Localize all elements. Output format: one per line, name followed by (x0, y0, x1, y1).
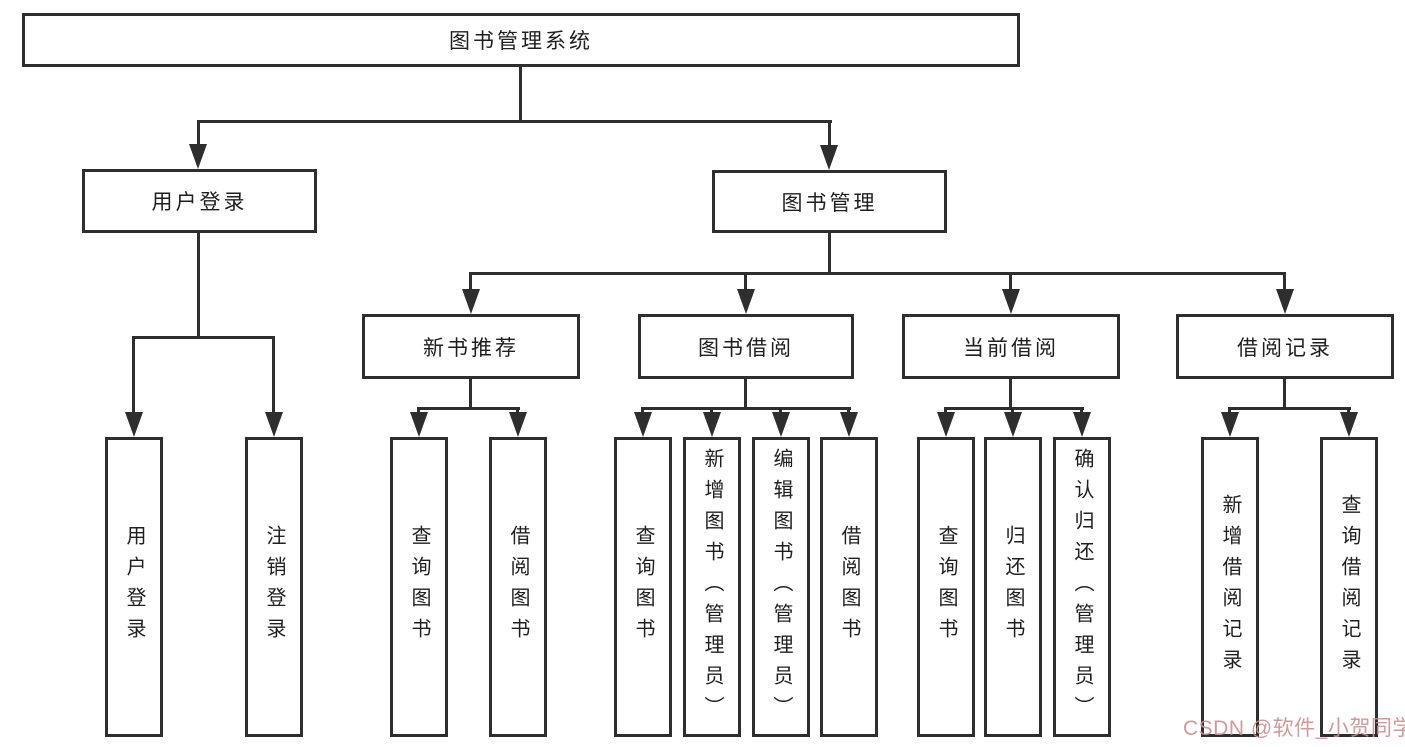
node-label: 查询图书 (632, 525, 654, 649)
node-new-book-recommend: 新书推荐 (362, 314, 580, 379)
node-label: 确认归还（管理员） (1071, 447, 1093, 727)
node-label: 图书借阅 (698, 336, 794, 360)
node-label: 借阅图书 (507, 525, 529, 649)
connector-drop-login-leaf-1 (132, 336, 135, 416)
arrow-to-current-leaf-2 (1004, 412, 1022, 437)
node-label: 注销登录 (263, 525, 285, 649)
node-leaf-add-borrow-record: 新增借阅记录 (1201, 437, 1259, 737)
connector-drop-records (1283, 272, 1286, 292)
arrow-to-current-leaf-3 (1073, 412, 1091, 437)
node-leaf-query-books-1: 查询图书 (390, 437, 448, 737)
arrow-to-login-leaf-1 (125, 412, 143, 437)
node-leaf-user-login: 用户登录 (105, 437, 163, 737)
arrow-to-user-login (189, 144, 207, 169)
arrow-to-records (1276, 289, 1294, 314)
node-book-borrow: 图书借阅 (638, 314, 854, 379)
connector-drop-current (1009, 272, 1012, 292)
arrow-to-current (1002, 289, 1020, 314)
arrow-to-records-leaf-1 (1221, 412, 1239, 437)
connector-manage-stem (828, 233, 831, 272)
node-label: 归还图书 (1002, 525, 1024, 649)
node-label: 查询图书 (935, 525, 957, 649)
arrow-to-borrow (737, 289, 755, 314)
node-label: 查询图书 (408, 525, 430, 649)
connector-drop-login-leaf-2 (272, 336, 275, 416)
connector-borrow-hline (641, 407, 851, 410)
node-leaf-confirm-return-admin: 确认归还（管理员） (1053, 437, 1111, 737)
connector-drop-book-manage (828, 120, 831, 150)
connector-borrow-stem (744, 379, 747, 407)
arrow-to-recommend-leaf-2 (509, 412, 527, 437)
arrow-to-borrow-leaf-1 (634, 412, 652, 437)
node-label: 用户登录 (151, 191, 248, 214)
node-leaf-borrow-books-2: 借阅图书 (820, 437, 878, 737)
arrow-to-book-manage (820, 145, 838, 170)
node-current-borrow: 当前借阅 (902, 314, 1120, 379)
connector-manage-hline (469, 272, 1286, 275)
node-label: 当前借阅 (963, 336, 1059, 360)
connector-records-hline (1228, 407, 1351, 410)
connector-login-hline (132, 336, 275, 339)
node-label: 新增图书（管理员） (701, 447, 723, 727)
node-leaf-logout: 注销登录 (245, 437, 303, 737)
node-user-login: 用户登录 (82, 169, 317, 233)
node-leaf-query-borrow-record: 查询借阅记录 (1320, 437, 1378, 737)
node-label: 新增借阅记录 (1219, 494, 1241, 680)
node-label: 图书管理系统 (449, 30, 593, 53)
connector-login-stem (197, 233, 200, 336)
node-borrow-records: 借阅记录 (1176, 314, 1394, 379)
node-book-manage: 图书管理 (712, 170, 947, 233)
connector-root-stem (519, 67, 522, 120)
node-root-library-system: 图书管理系统 (22, 13, 1020, 67)
arrow-to-recommend (462, 289, 480, 314)
node-leaf-borrow-books-1: 借阅图书 (489, 437, 547, 737)
connector-drop-user-login (197, 120, 200, 150)
connector-recommend-stem (469, 379, 472, 407)
node-leaf-edit-books-admin: 编辑图书（管理员） (752, 437, 810, 737)
node-leaf-query-books-3: 查询图书 (917, 437, 975, 737)
node-label: 编辑图书（管理员） (770, 447, 792, 727)
connector-records-stem (1283, 379, 1286, 407)
node-leaf-return-books: 归还图书 (984, 437, 1042, 737)
node-label: 查询借阅记录 (1338, 494, 1360, 680)
arrow-to-login-leaf-2 (265, 412, 283, 437)
arrow-to-recommend-leaf-1 (410, 412, 428, 437)
arrow-to-records-leaf-2 (1340, 412, 1358, 437)
node-label: 借阅记录 (1237, 336, 1333, 360)
arrow-to-borrow-leaf-3 (772, 412, 790, 437)
connector-current-hline (944, 407, 1084, 410)
node-label: 借阅图书 (838, 525, 860, 649)
node-label: 用户登录 (123, 525, 145, 649)
connector-drop-recommend (469, 272, 472, 292)
node-leaf-add-books-admin: 新增图书（管理员） (683, 437, 741, 737)
connector-drop-borrow (744, 272, 747, 292)
csdn-watermark: CSDN @软件_小贺同学 (1183, 717, 1405, 740)
connector-recommend-hline (417, 407, 520, 410)
arrow-to-borrow-leaf-2 (703, 412, 721, 437)
arrow-to-borrow-leaf-4 (840, 412, 858, 437)
node-leaf-query-books-2: 查询图书 (614, 437, 672, 737)
node-label: 图书管理 (781, 191, 878, 215)
connector-current-stem (1009, 379, 1012, 407)
node-label: 新书推荐 (423, 336, 519, 360)
connector-root-hline (198, 120, 832, 123)
arrow-to-current-leaf-1 (937, 412, 955, 437)
